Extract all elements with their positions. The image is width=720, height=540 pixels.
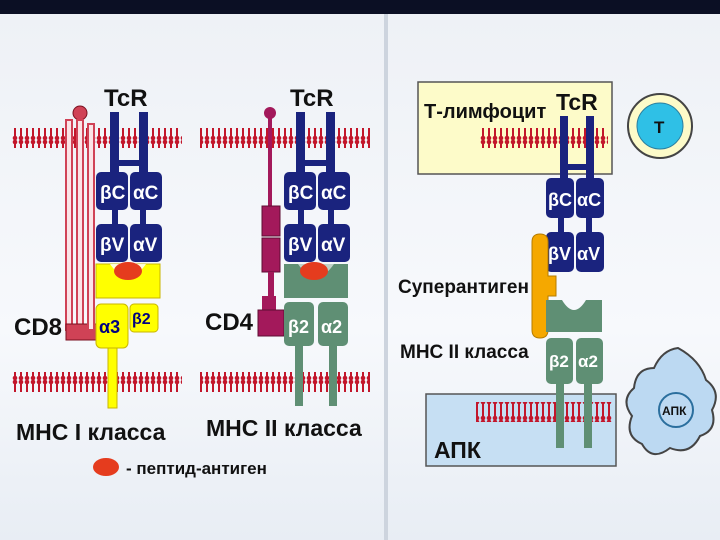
t-cell-nucleus (636, 102, 684, 150)
superantigen-shape (531, 233, 557, 339)
mhc1-label: МНС I класса (16, 419, 166, 445)
domain-ac-right: αC (577, 190, 601, 210)
domain-a2-mid: α2 (321, 317, 342, 337)
mhc2-stalk-b (584, 384, 592, 448)
cd8-label: CD8 (14, 314, 62, 341)
t-cell-label: Т (654, 118, 665, 137)
domain-b2-right: β2 (549, 352, 569, 371)
tcr-receptor-mid (284, 112, 350, 262)
cd8-coreceptor (65, 105, 97, 341)
mhc2-right-label: МНС II класса (400, 342, 529, 363)
peptide-mid (300, 262, 328, 280)
domain-a2-right: α2 (578, 352, 598, 371)
panel-divider (384, 14, 388, 540)
apk-cell-nucleus (658, 392, 694, 428)
membrane-bottom-left (12, 372, 182, 392)
domain-bc-right: βC (548, 190, 572, 210)
domain-av-right: αV (577, 244, 600, 264)
membrane-bottom-mid (200, 372, 370, 392)
t-lymphocyte-label: Т-лимфоцит (424, 101, 546, 123)
tcr-receptor-left (96, 112, 162, 262)
domain-b2-left: β2 (132, 311, 151, 328)
membrane-apk (476, 402, 612, 422)
domain-bv-mid: βV (288, 235, 313, 256)
domain-bv-right: βV (548, 244, 571, 264)
mhc2-label: МНС II класса (206, 415, 362, 441)
domain-b2-mid: β2 (288, 317, 309, 337)
domain-ac-mid: αC (321, 183, 347, 204)
mhc2-stalk-a (556, 384, 564, 448)
tcr-label-right: TcR (556, 89, 598, 115)
apk-label: АПК (434, 437, 482, 463)
domain-bc-left: βC (100, 183, 126, 204)
superantigen-label: Суперантиген (398, 277, 529, 298)
tcr-label-mid: TcR (290, 85, 334, 112)
cd4-label: CD4 (205, 309, 254, 336)
domain-bc-mid: βC (288, 183, 314, 204)
domain-ac-left: αC (133, 183, 159, 204)
membrane-top-mid (200, 128, 370, 148)
tcr-label-left: TcR (104, 85, 148, 112)
legend-label: - пептид-антиген (126, 459, 267, 478)
membrane-top-left (12, 128, 182, 148)
domain-bv-left: βV (100, 235, 125, 256)
domain-av-left: αV (133, 235, 158, 256)
top-bar (0, 0, 720, 14)
peptide-left (114, 262, 142, 280)
domain-a3: α3 (99, 317, 120, 337)
mhc2-molecule-mid (284, 264, 348, 406)
domain-av-mid: αV (321, 235, 346, 256)
tcr-receptor-right (546, 116, 604, 272)
membrane-t-cell (480, 128, 608, 148)
apk-cell-label: АПК (662, 404, 687, 418)
legend-peptide-icon (93, 458, 119, 476)
